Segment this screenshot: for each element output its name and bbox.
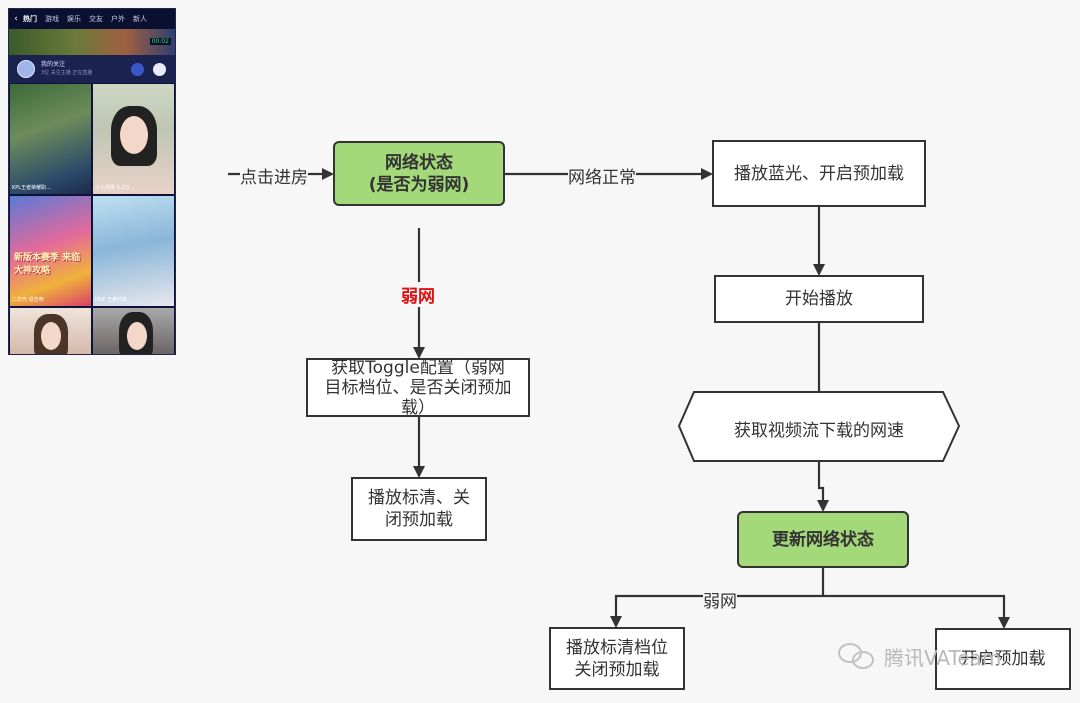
wechat-icon: [838, 643, 876, 669]
tile-banner-text: 新版本赛季 来临 大神攻略: [14, 253, 81, 276]
bottom-left-line-1: 播放标清档位: [566, 637, 668, 658]
weak-branch-label: 弱网: [703, 587, 737, 612]
speed-hexagon: [677, 391, 961, 462]
play-sd-close-preload-box: 播放标清、关 闭预加载: [351, 477, 487, 541]
rank-icon: [131, 62, 144, 76]
toggle-line-1: 获取Toggle配置（弱网: [331, 357, 505, 378]
entry-label: 点击进房: [240, 163, 308, 188]
weak-network-label: 弱网: [401, 282, 435, 307]
follow-row: 我的关注 3位 关注主播 正在直播: [9, 55, 175, 83]
start-play-box: 开始播放: [714, 275, 924, 323]
network-status-decision: 网络状态 (是否为弱网): [333, 141, 505, 206]
tab-social: 交友: [89, 15, 103, 23]
stream-tile: KPL王者荣耀职...: [10, 84, 91, 194]
toggle-line-3: 载）: [401, 397, 435, 418]
watermark-text: 腾讯VATeam: [884, 645, 1002, 670]
toggle-line-2: 目标档位、是否关闭预加: [324, 377, 512, 398]
tile-caption: 小小泡芙 6.2万: [95, 185, 130, 191]
stream-tile: [93, 308, 174, 354]
streamer-face: [120, 116, 148, 154]
weak-branch-arrow: [610, 594, 823, 628]
play-sd-level-box: 播放标清档位 关闭预加载: [549, 627, 685, 690]
get-toggle-config-box: 获取Toggle配置（弱网 目标档位、是否关闭预加 载）: [306, 357, 530, 418]
back-arrow-icon: ‹: [14, 14, 18, 24]
streamer-face: [41, 322, 61, 350]
play-bluray-box: 播放蓝光、开启预加载: [712, 140, 926, 207]
speed-to-update-arrow: [817, 461, 829, 512]
live-timer: 00:02: [149, 38, 171, 45]
normal-network-label: 网络正常: [568, 163, 636, 188]
tile-caption: DNF 王者归来: [95, 297, 128, 303]
update-network-status-box: 更新网络状态: [737, 511, 909, 568]
live-banner: 00:02: [9, 29, 175, 55]
avatar: [17, 60, 35, 78]
profile-icon: [153, 62, 166, 76]
stream-tile: 小小泡芙 6.2万: [93, 84, 174, 194]
streamer-face: [127, 322, 147, 350]
bottom-left-line-2: 关闭预加载: [574, 659, 660, 680]
tab-hot: 热门: [23, 15, 37, 23]
tile-caption: 二次元 进击吧: [12, 297, 44, 303]
tab-games: 游戏: [45, 15, 59, 23]
tab-new: 新人: [133, 15, 147, 23]
open-preload-box: 开启预加载: [935, 628, 1071, 690]
follow-subtitle: 3位 关注主播 正在直播: [41, 70, 93, 76]
normal-branch-arrow: [823, 594, 1010, 629]
stream-tile: 新版本赛季 来临 大神攻略 二次元 进击吧: [10, 196, 91, 306]
stream-tile: DNF 王者归来: [93, 196, 174, 306]
app-screenshot: ‹ 热门 游戏 娱乐 交友 户外 新人 00:02 我的关注 3位 关注主播 正…: [8, 8, 176, 355]
tile-caption: KPL王者荣耀职...: [12, 185, 51, 191]
weak-play-line-1: 播放标清、关: [368, 488, 470, 508]
top-tab-bar: ‹ 热门 游戏 娱乐 交友 户外 新人: [9, 9, 175, 29]
tab-entertainment: 娱乐: [67, 15, 81, 23]
watermark: 腾讯VATeam: [838, 638, 1001, 674]
decision-line-2: (是否为弱网): [368, 174, 470, 195]
stream-tile: [10, 308, 91, 354]
tab-outdoor: 户外: [111, 15, 125, 23]
weak-play-line-2: 闭预加载: [385, 510, 453, 530]
speed-label: 获取视频流下载的网速: [734, 421, 904, 441]
follow-title: 我的关注: [41, 61, 66, 68]
decision-line-1: 网络状态: [385, 152, 453, 173]
